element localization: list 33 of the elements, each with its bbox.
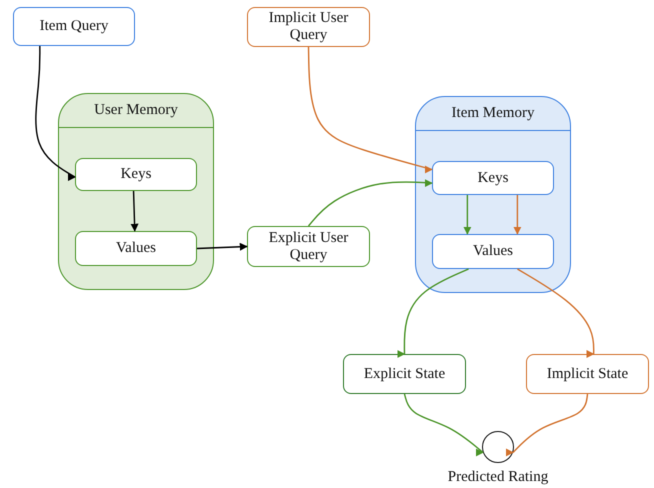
memory-container bbox=[58, 93, 214, 290]
process-box bbox=[432, 234, 554, 269]
node-label: Values bbox=[116, 240, 156, 257]
container-title: Item Memory bbox=[452, 105, 534, 122]
node-caption: Predicted Rating bbox=[448, 469, 548, 486]
process-box bbox=[432, 161, 554, 195]
node-label: Explicit User Query bbox=[268, 230, 348, 264]
arrow bbox=[308, 178, 433, 227]
process-box bbox=[526, 354, 649, 394]
node-label: Keys bbox=[478, 170, 508, 186]
arrow bbox=[513, 195, 522, 235]
process-box bbox=[75, 158, 197, 191]
arrow bbox=[404, 393, 484, 454]
process-box bbox=[343, 354, 466, 394]
arrow bbox=[400, 268, 470, 355]
node-label: Explicit State bbox=[364, 366, 446, 382]
node-label: Implicit User Query bbox=[268, 10, 348, 44]
arrow bbox=[196, 242, 248, 251]
process-box bbox=[75, 231, 197, 266]
node-label: Keys bbox=[120, 166, 152, 183]
output-circle bbox=[482, 431, 514, 463]
node-label: Item Query bbox=[40, 18, 108, 35]
arrow bbox=[308, 46, 433, 172]
memory-container bbox=[415, 96, 571, 293]
process-box bbox=[13, 7, 135, 46]
arrow bbox=[35, 45, 76, 178]
process-box bbox=[247, 7, 370, 47]
process-box bbox=[247, 226, 370, 267]
arrow bbox=[130, 190, 139, 232]
node-label: Values bbox=[473, 243, 513, 260]
container-title: User Memory bbox=[94, 102, 178, 119]
node-label: Implicit State bbox=[546, 366, 628, 382]
arrow bbox=[463, 195, 472, 235]
